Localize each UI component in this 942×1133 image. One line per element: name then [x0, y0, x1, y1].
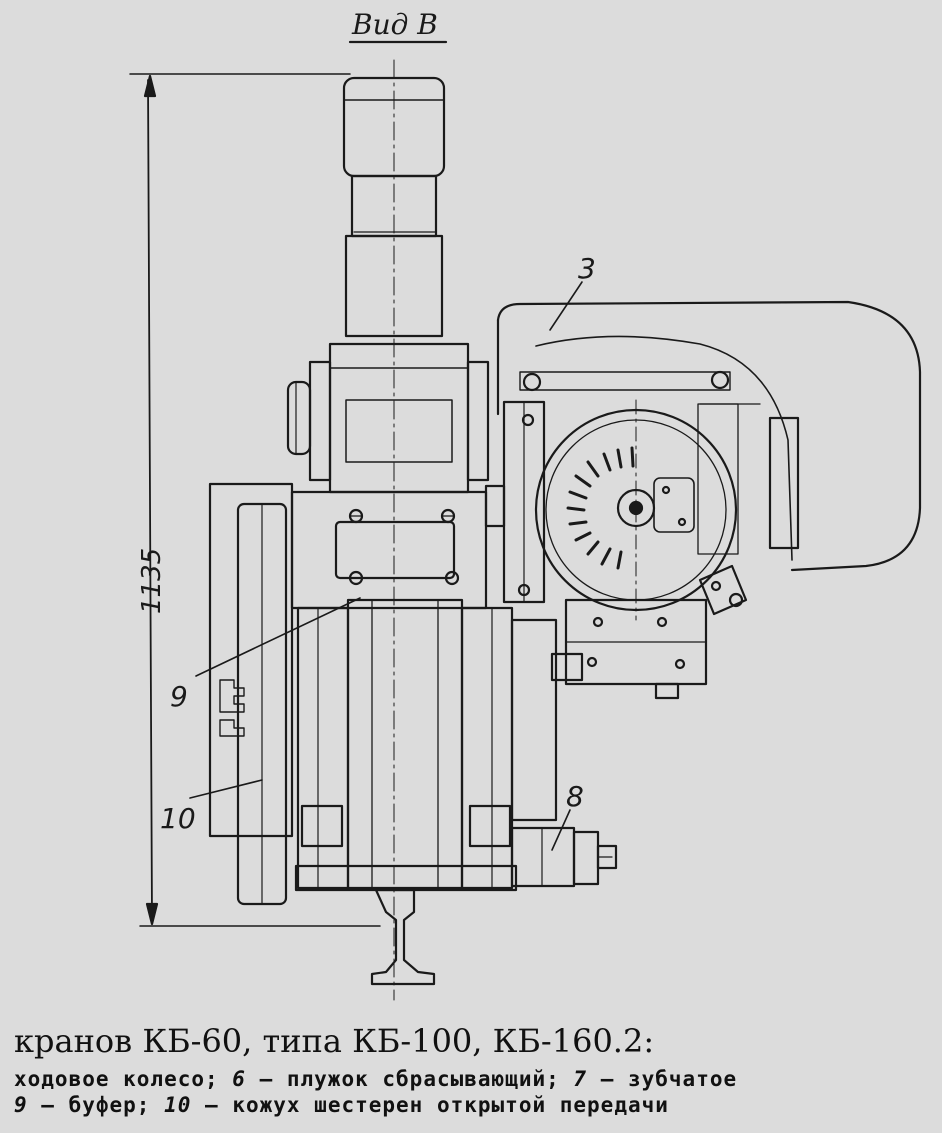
- dimension-1135: 1135: [129, 73, 381, 927]
- caption-item-cover: — кожух шестерен открытой передачи: [191, 1093, 669, 1117]
- view-title: Вид В: [351, 8, 438, 41]
- caption-title: кранов КБ-60, типа КБ-100, КБ-160.2:: [14, 1022, 655, 1060]
- lower-gearbox: [510, 598, 708, 822]
- callout-10: 10: [160, 802, 196, 835]
- brake-levers: [484, 400, 748, 616]
- mechanism-drawing: Вид В 1135: [129, 8, 922, 1001]
- caption-item-plow: — плужок сбрасывающий;: [245, 1067, 574, 1091]
- caption-item-gear: — зубчатое: [587, 1067, 738, 1091]
- motor-body: [342, 59, 446, 1001]
- dimension-value: 1135: [137, 548, 167, 614]
- buffer: [510, 826, 618, 888]
- brake-disc: [534, 399, 738, 621]
- bogie-frame: [290, 490, 518, 892]
- callout-3: 3: [578, 252, 596, 285]
- caption-line-1: кранов КБ-60, типа КБ-100, КБ-160.2:: [14, 1022, 654, 1060]
- caption-item-buffer: — буфер;: [27, 1093, 165, 1117]
- caption-line-3: 9 — буфер; 10 — кожух шестерен открытой …: [14, 1093, 669, 1117]
- rail-profile: [370, 888, 436, 986]
- caption-line-2: ходовое колесо; 6 — плужок сбрасывающий;…: [14, 1067, 737, 1091]
- caption-num-10: 10: [164, 1093, 192, 1117]
- leader-lines: [189, 281, 583, 851]
- caption-item-wheel: ходовое колесо;: [14, 1067, 233, 1091]
- caption-num-9: 9: [14, 1093, 28, 1117]
- gear-cover: [208, 482, 294, 906]
- upper-bracket: [286, 342, 490, 494]
- reducer-housing: [496, 300, 922, 572]
- callout-9: 9: [170, 680, 188, 713]
- caption-num-6: 6: [232, 1067, 246, 1091]
- callout-8: 8: [566, 780, 584, 813]
- caption-num-7: 7: [573, 1067, 588, 1091]
